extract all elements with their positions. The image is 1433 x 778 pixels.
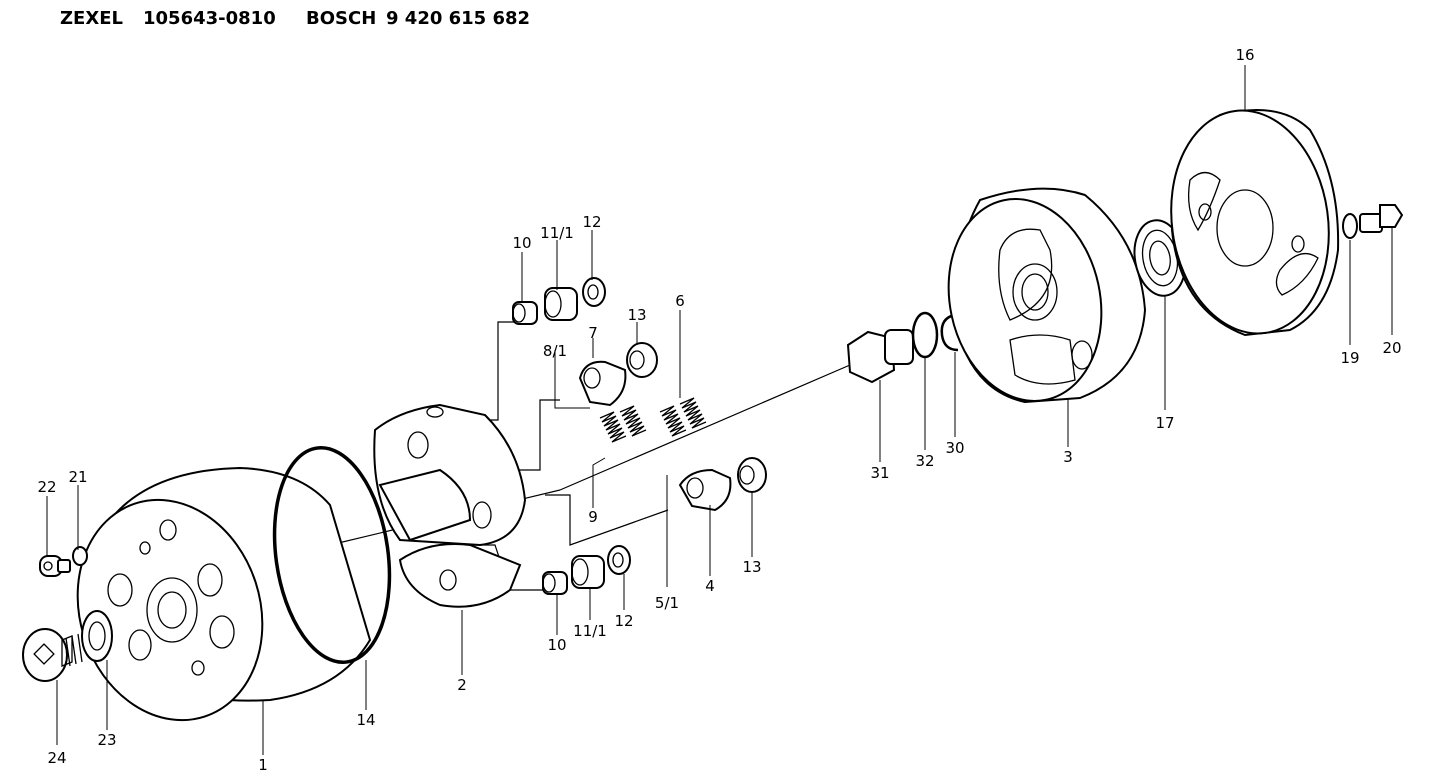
callout-23: 23: [97, 731, 116, 749]
part-21-washer: [72, 546, 88, 566]
header: ZEXEL 105643-0810 BOSCH 9 420 615 682: [60, 8, 530, 29]
callout-6: 6: [675, 292, 685, 310]
part-14-o-ring: [272, 446, 392, 664]
callout-13-upper: 13: [627, 306, 646, 324]
callout-31: 31: [870, 464, 889, 482]
callout-7: 7: [588, 324, 598, 342]
callout-12-lower: 12: [614, 612, 633, 630]
zexel-part-number: 105643-0810: [143, 8, 276, 29]
callout-21: 21: [68, 468, 87, 486]
lower-bushings: [542, 545, 631, 595]
callout-9: 9: [588, 508, 598, 526]
part-22-screw: [39, 555, 71, 577]
part-30-clip: [940, 313, 959, 352]
part-9-springs: [599, 405, 647, 443]
part-32-o-ring: [911, 311, 939, 359]
callout-leader-lines: [46, 65, 1393, 755]
callout-19: 19: [1340, 349, 1359, 367]
callout-labels: 1 2 3 4 5/1 6 7 8/1 9 10 11/1 12 13 13 1…: [37, 46, 1401, 774]
part-3-housing: [947, 187, 1147, 404]
part-19-washer: [1342, 213, 1358, 239]
callout-3: 3: [1063, 448, 1073, 466]
callout-14: 14: [356, 711, 375, 729]
callout-16: 16: [1235, 46, 1254, 64]
bosch-part-number: 9 420 615 682: [386, 8, 530, 29]
callout-10-upper: 10: [512, 234, 531, 252]
brand-zexel: ZEXEL: [60, 8, 123, 29]
brand-bosch: BOSCH: [306, 8, 376, 29]
callout-4: 4: [705, 577, 715, 595]
callout-32: 32: [915, 452, 934, 470]
part-4-lever: [678, 457, 767, 512]
part-31-bolt: [846, 329, 914, 384]
callout-1: 1: [258, 756, 268, 774]
callout-22: 22: [37, 478, 56, 496]
callout-12-upper: 12: [582, 213, 601, 231]
upper-bushings: [512, 277, 606, 325]
callout-20: 20: [1382, 339, 1401, 357]
callout-8-1: 8/1: [543, 342, 567, 360]
part-7-lever: [578, 342, 658, 407]
callout-5-1: 5/1: [655, 594, 679, 612]
callout-30: 30: [945, 439, 964, 457]
callout-11-1-upper: 11/1: [540, 224, 574, 242]
callout-2: 2: [457, 676, 467, 694]
part-1-housing: [76, 466, 372, 722]
part-24-plug: [22, 628, 83, 682]
callout-24: 24: [47, 749, 66, 767]
part-23-washer: [81, 610, 113, 662]
part-2-hub: [373, 403, 527, 608]
callout-13-lower: 13: [742, 558, 761, 576]
part-16-cover: [1170, 109, 1340, 337]
callout-11-1-lower: 11/1: [573, 622, 607, 640]
part-20-bolt: [1359, 204, 1404, 233]
callout-10-lower: 10: [547, 636, 566, 654]
part-6-springs: [659, 397, 707, 437]
callout-17: 17: [1155, 414, 1174, 432]
